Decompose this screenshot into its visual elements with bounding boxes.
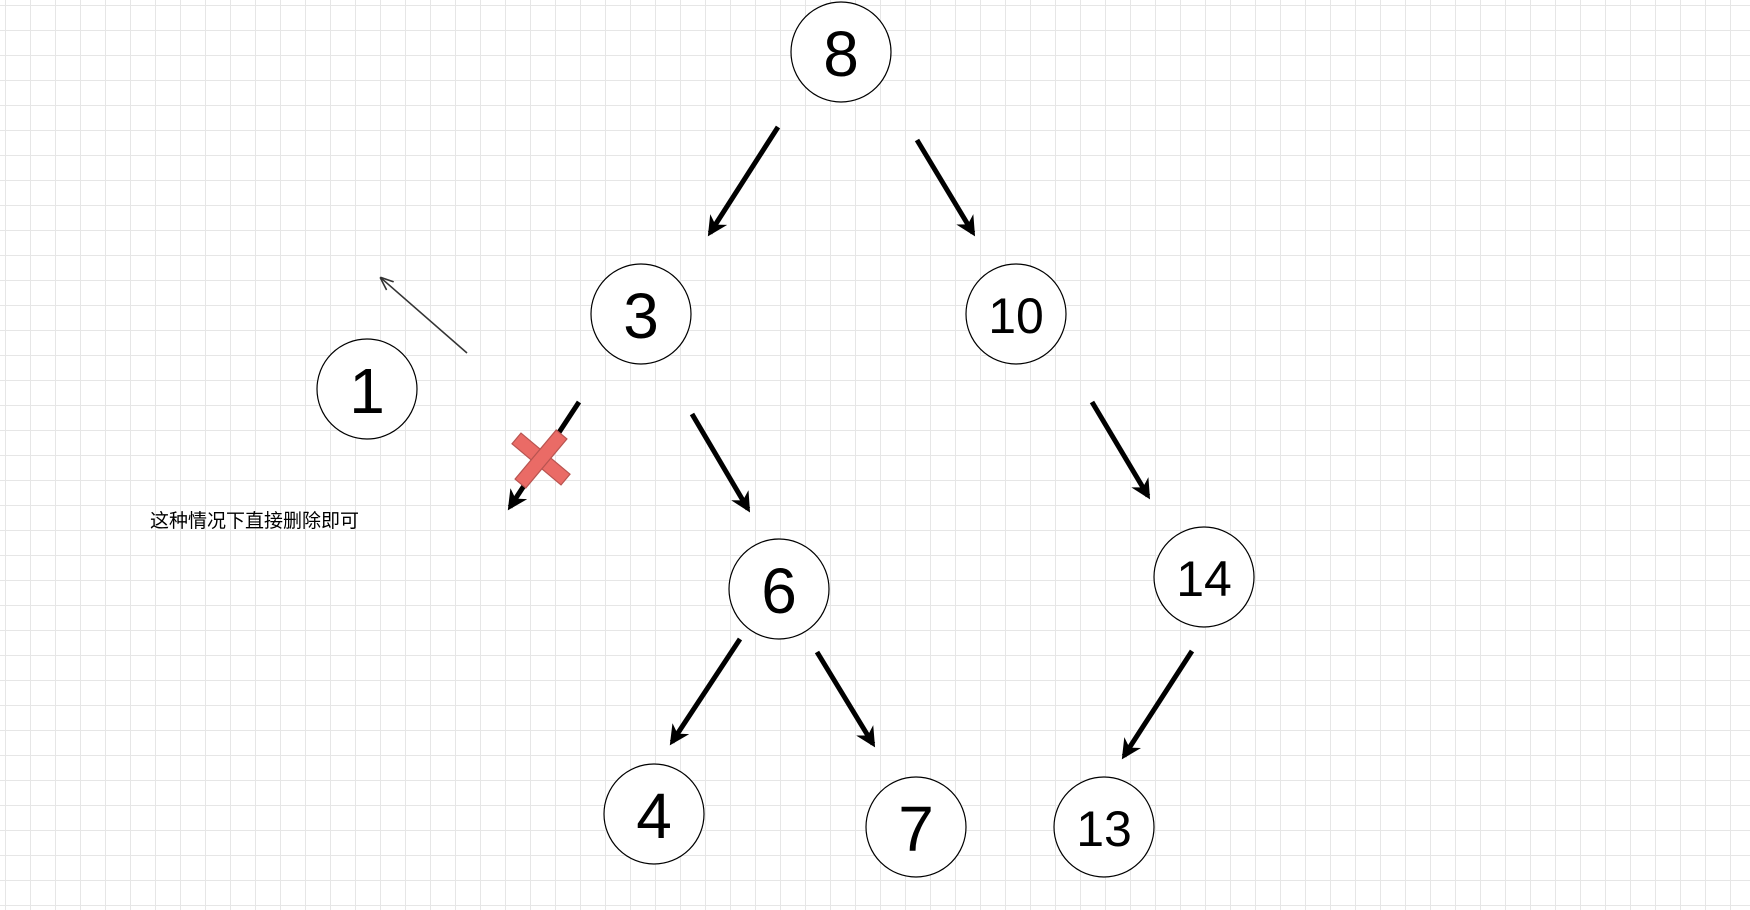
node-label-8: 8 — [823, 18, 859, 90]
tree-node-8[interactable]: 8 — [790, 1, 892, 103]
edge-3-6 — [689, 412, 751, 513]
edge-6-7 — [814, 650, 876, 748]
node-label-3: 3 — [623, 280, 659, 352]
node-label-1: 1 — [349, 355, 385, 427]
edge-8-10 — [914, 138, 976, 237]
edge-14-13 — [1121, 649, 1195, 760]
node-label-7: 7 — [898, 793, 934, 865]
edge-6-4 — [669, 637, 743, 746]
cross-icon — [511, 429, 571, 489]
edge-10-14 — [1089, 400, 1151, 500]
node-label-13: 13 — [1076, 801, 1132, 857]
node-label-14: 14 — [1176, 551, 1232, 607]
node-label-4: 4 — [636, 780, 672, 852]
tree-node-7[interactable]: 7 — [865, 776, 967, 878]
tree-node-6[interactable]: 6 — [728, 538, 830, 640]
tree-node-13[interactable]: 13 — [1053, 776, 1155, 878]
move-up-arrow — [381, 278, 468, 354]
tree-node-10[interactable]: 10 — [965, 263, 1067, 365]
annotation-text: 这种情况下直接删除即可 — [150, 510, 360, 532]
node-label-10: 10 — [988, 288, 1044, 344]
edge-8-3 — [707, 125, 781, 237]
tree-node-14[interactable]: 14 — [1153, 526, 1255, 628]
tree-node-3[interactable]: 3 — [590, 263, 692, 365]
tree-node-4[interactable]: 4 — [603, 763, 705, 865]
node-label-6: 6 — [761, 555, 797, 627]
tree-node-1[interactable]: 1 — [316, 338, 418, 440]
